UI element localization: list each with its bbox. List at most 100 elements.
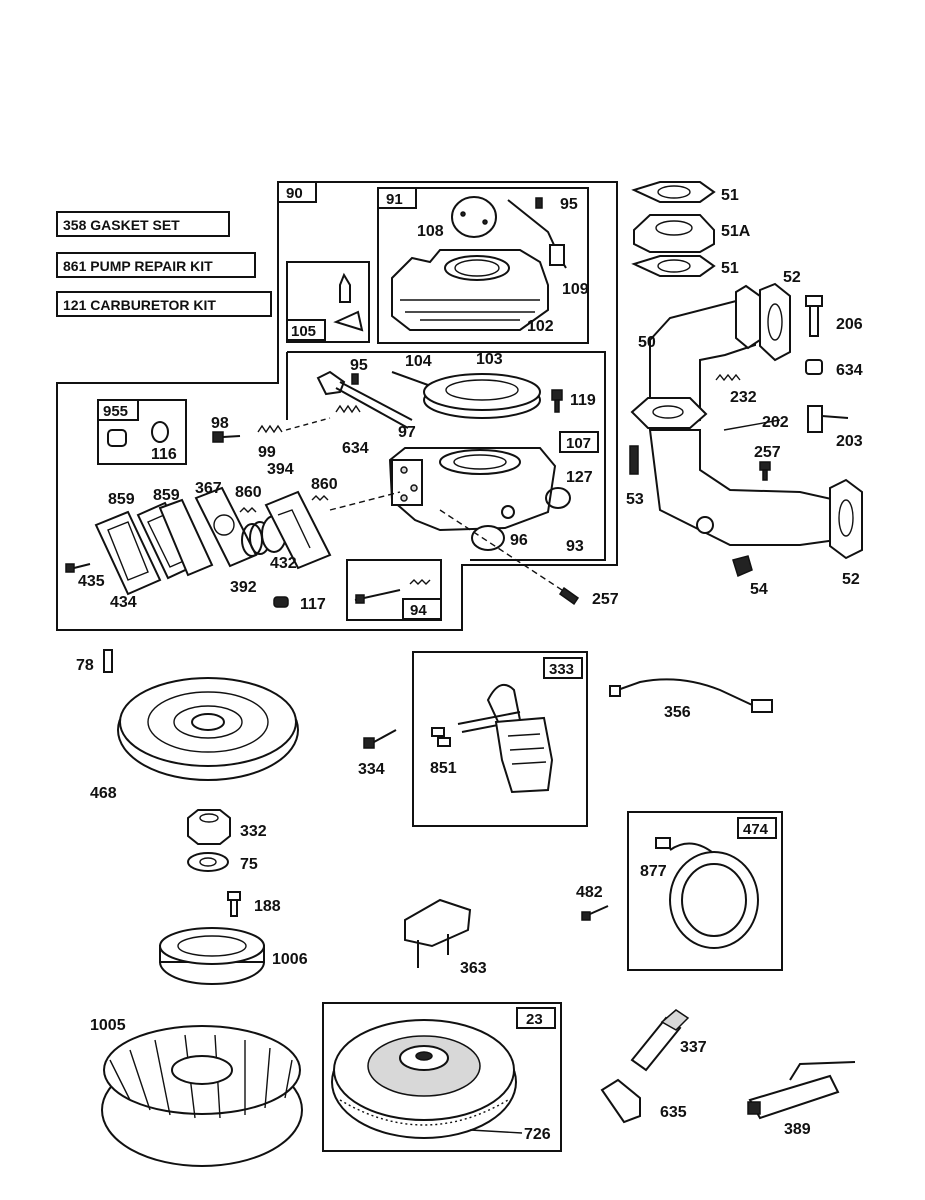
part-394-gasket	[264, 490, 332, 570]
label-99: 99	[258, 444, 276, 461]
part-257-screw	[558, 586, 580, 606]
label-257-carb: 257	[592, 591, 619, 608]
label-96: 96	[510, 532, 528, 549]
part-634-spring	[335, 404, 361, 414]
part-52-gasket-upper	[759, 282, 791, 362]
label-394: 394	[267, 461, 294, 478]
kit-gasket-set: 358 GASKET SET	[56, 211, 230, 237]
carburetor-assembly-outline	[56, 181, 618, 631]
part-851-terminal	[431, 727, 451, 747]
box-105: 105	[286, 261, 370, 343]
box-91-upper-body: 91	[377, 187, 589, 344]
part-332-nut	[187, 809, 231, 845]
part-53-screw	[629, 445, 639, 475]
part-50-intake-manifold	[630, 284, 837, 546]
part-859-diaphragm	[158, 498, 214, 577]
part-1005-flywheel-fan	[101, 1025, 303, 1167]
label-53: 53	[626, 491, 644, 508]
lower-body-outline	[287, 351, 606, 561]
label-635: 635	[660, 1104, 687, 1121]
label-52-upper: 52	[783, 269, 801, 286]
label-95-upper: 95	[560, 196, 578, 213]
label-726: 726	[524, 1126, 551, 1143]
part-860-spring-a	[239, 507, 257, 513]
label-202: 202	[762, 414, 789, 431]
part-188-screw	[227, 891, 241, 917]
part-104-pin	[391, 371, 429, 386]
part-860-spring-b	[311, 495, 329, 501]
part-119-screw	[551, 389, 563, 413]
part-51-gasket-bottom	[631, 255, 716, 277]
part-202-link	[723, 419, 781, 431]
part-108-plate	[451, 196, 497, 238]
box-91-label: 91	[386, 191, 403, 208]
label-367: 367	[195, 480, 222, 497]
label-859-inner: 859	[153, 487, 180, 504]
part-75-washer	[187, 852, 229, 872]
label-432: 432	[270, 555, 297, 572]
label-860-left: 860	[235, 484, 262, 501]
box-94: 94	[346, 559, 442, 621]
part-117-plug	[273, 596, 289, 608]
label-435: 435	[78, 573, 105, 590]
kit-pump-repair-label: 861 PUMP REPAIR KIT	[63, 258, 213, 274]
part-127-o-ring	[545, 487, 571, 509]
box-333-label: 333	[549, 661, 574, 678]
part-52-gasket-lower	[829, 478, 863, 560]
label-109: 109	[562, 281, 589, 298]
label-103: 103	[476, 351, 503, 368]
part-51-gasket-top	[631, 181, 716, 203]
kit-carburetor-label: 121 CARBURETOR KIT	[63, 297, 216, 313]
label-127: 127	[566, 469, 593, 486]
part-95-screw	[351, 373, 359, 385]
box-94-label: 94	[410, 602, 427, 619]
label-334: 334	[358, 761, 385, 778]
box-474-alternator: 474	[627, 811, 783, 971]
part-232-spring	[715, 373, 741, 382]
part-99-spring	[257, 424, 283, 434]
label-95-lower: 95	[350, 357, 368, 374]
box-474-label: 474	[743, 821, 769, 838]
kit-carburetor: 121 CARBURETOR KIT	[56, 291, 272, 317]
label-51A: 51A	[721, 223, 751, 240]
part-635-spark-plug-boot	[600, 1078, 641, 1124]
part-98-screw	[212, 431, 241, 443]
label-97: 97	[398, 424, 416, 441]
box-107-lower-body: 107	[388, 431, 599, 551]
label-119: 119	[570, 392, 596, 409]
label-51-bottom: 51	[721, 260, 739, 277]
part-78-screw	[103, 649, 113, 673]
kit-gasket-set-label: 358 GASKET SET	[63, 217, 180, 233]
part-54-screw	[732, 555, 753, 578]
box-105-label: 105	[291, 323, 316, 340]
label-203: 203	[836, 433, 863, 450]
box-955-label: 955	[103, 403, 128, 420]
label-634-carb: 634	[342, 440, 369, 457]
label-50: 50	[638, 334, 656, 351]
box-90: 90	[277, 181, 317, 203]
part-103-float	[423, 373, 541, 419]
box-955: 955	[97, 399, 187, 465]
label-860-right: 860	[311, 476, 338, 493]
kit-pump-repair: 861 PUMP REPAIR KIT	[56, 252, 256, 278]
part-257-screw-manifold	[759, 461, 771, 481]
part-97-throttle-shaft	[316, 370, 413, 429]
label-1005: 1005	[90, 1017, 126, 1034]
label-188: 188	[254, 898, 281, 915]
label-634-manifold: 634	[836, 362, 863, 379]
label-337: 337	[680, 1039, 707, 1056]
label-363: 363	[460, 960, 487, 977]
label-1006: 1006	[272, 951, 308, 968]
label-51-top: 51	[721, 187, 739, 204]
label-206: 206	[836, 316, 863, 333]
label-117: 117	[300, 596, 326, 613]
part-435-screw	[65, 563, 91, 573]
part-482-screw	[581, 905, 609, 921]
label-468: 468	[90, 785, 117, 802]
label-232: 232	[730, 389, 757, 406]
label-98: 98	[211, 415, 229, 432]
part-363-brake-bracket	[404, 898, 472, 968]
label-75: 75	[240, 856, 258, 873]
